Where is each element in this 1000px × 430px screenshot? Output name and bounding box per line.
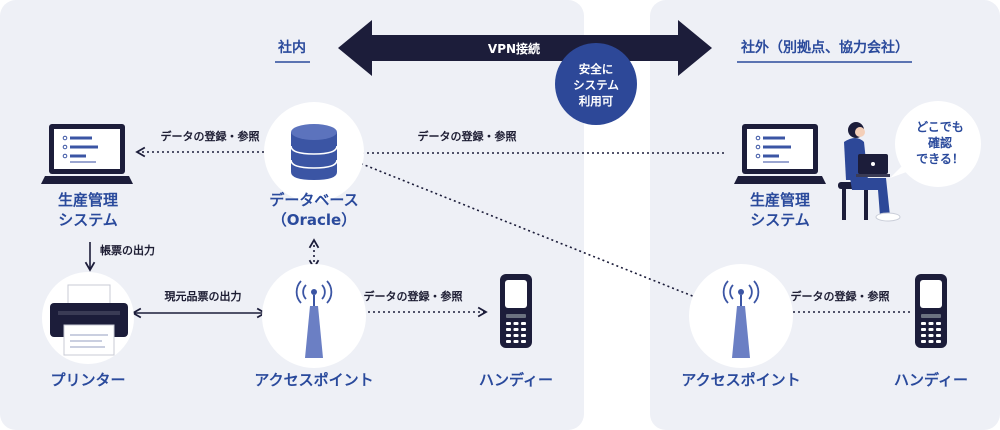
- antenna-icon[interactable]: [722, 280, 760, 358]
- db-label-1: データベース: [269, 191, 358, 209]
- edge-pc-db-label: データの登録・参照: [161, 129, 260, 143]
- badge-line-2: システム: [573, 78, 619, 92]
- database-icon[interactable]: [290, 124, 338, 180]
- edge-ext-ap-handy-label: データの登録・参照: [791, 289, 890, 303]
- speech-bubble: [890, 101, 981, 187]
- printer-icon[interactable]: [50, 284, 128, 356]
- badge-line-1: 安全に: [579, 62, 614, 76]
- handheld-terminal-icon[interactable]: [500, 274, 532, 348]
- vpn-arrow: [338, 20, 712, 76]
- secure-badge: [555, 43, 637, 125]
- ap-in-label: アクセスポイント: [254, 371, 373, 389]
- external-panel: [650, 0, 1000, 430]
- edge-pc-printer-label: 帳票の出力: [100, 243, 155, 257]
- pc-in-label-1: 生産管理: [58, 191, 118, 209]
- internal-panel: [0, 0, 584, 430]
- printer-label: プリンター: [50, 371, 125, 389]
- edge-ext-ap-db: [350, 157, 726, 310]
- person-with-laptop-icon: [838, 122, 901, 222]
- laptop-icon[interactable]: [734, 124, 826, 184]
- speech-line-3: できる！: [916, 152, 964, 166]
- badge-line-3: 利用可: [578, 94, 614, 108]
- handy-out-label: ハンディー: [894, 371, 968, 389]
- pc-out-label-1: 生産管理: [750, 191, 810, 209]
- external-section-title: 社外（別拠点、協力会社）: [740, 39, 909, 56]
- speech-line-1: どこでも: [916, 120, 964, 134]
- handheld-terminal-icon[interactable]: [915, 274, 947, 348]
- vpn-label: VPN接続: [488, 41, 540, 56]
- internal-section-title: 社内: [277, 39, 306, 56]
- handy-in-label: ハンディー: [479, 371, 553, 389]
- laptop-icon[interactable]: [41, 124, 133, 184]
- pc-in-label-2: システム: [58, 211, 118, 229]
- db-label-2: （Oracle）: [272, 211, 356, 229]
- ap-out-label: アクセスポイント: [681, 371, 800, 389]
- edge-printer-ap-label: 現元品票の出力: [165, 289, 242, 303]
- antenna-icon[interactable]: [295, 280, 333, 358]
- pc-out-label-2: システム: [750, 211, 810, 229]
- speech-line-2: 確認: [928, 135, 952, 150]
- edge-ext-pc-db-label: データの登録・参照: [418, 129, 517, 143]
- edge-ap-handy-label: データの登録・参照: [364, 289, 463, 303]
